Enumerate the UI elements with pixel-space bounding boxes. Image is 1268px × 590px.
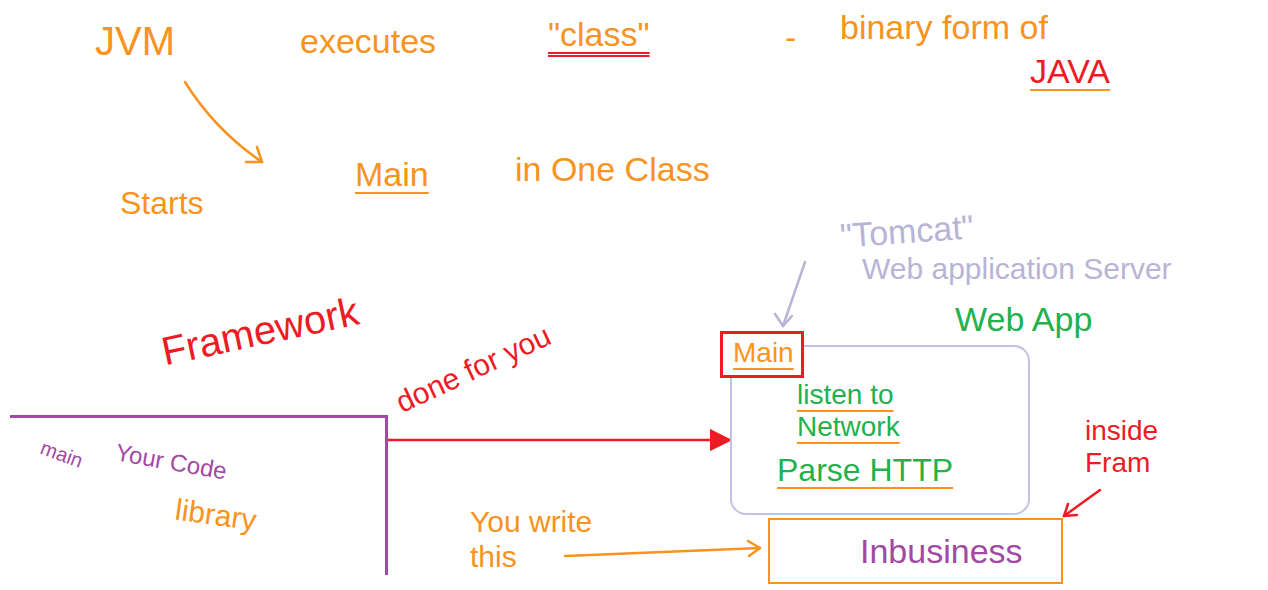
main-box: Main <box>720 331 804 378</box>
server-box: listen to NetworkParse HTTPMain <box>730 345 1030 515</box>
dash: - <box>785 18 796 57</box>
keyword: Main <box>355 155 429 194</box>
app-label: Web App <box>955 300 1092 339</box>
server-name: "Tomcat" <box>839 207 975 255</box>
leader-arrow <box>1064 490 1100 516</box>
node-text: main <box>37 436 86 472</box>
node-text: library <box>173 492 259 538</box>
business-box: Inbusiness <box>768 518 1063 584</box>
arrowhead <box>748 541 760 556</box>
node-text: Inbusiness <box>860 532 1023 571</box>
leader-arrow <box>185 82 262 162</box>
note: Starts <box>120 185 204 222</box>
note: inside Fram <box>1085 415 1205 479</box>
node-text: Main <box>733 337 794 369</box>
heading-word: executes <box>300 22 436 61</box>
arrowhead <box>1064 504 1077 516</box>
node-text: listen to Network <box>797 379 967 443</box>
keyword: JAVA <box>1030 52 1110 91</box>
heading-word: JVM <box>95 18 175 64</box>
leader-arrow <box>783 262 805 326</box>
server-label: Web application Server <box>862 252 1172 287</box>
keyword: "class" <box>548 15 650 54</box>
arrowhead <box>246 147 262 162</box>
edge-label: done for you <box>391 318 557 420</box>
node-text: Parse HTTP <box>777 452 953 489</box>
heading-word: binary form of <box>840 8 1048 47</box>
node-text: Your Code <box>113 438 229 485</box>
framework-box: main Your Code library <box>10 415 388 575</box>
concept-label: Framework <box>157 288 362 375</box>
arrowhead <box>775 314 792 326</box>
connector-arrow <box>388 439 730 442</box>
note: You write this <box>470 505 645 574</box>
note: in One Class <box>515 150 710 189</box>
leader-arrow <box>565 548 760 556</box>
